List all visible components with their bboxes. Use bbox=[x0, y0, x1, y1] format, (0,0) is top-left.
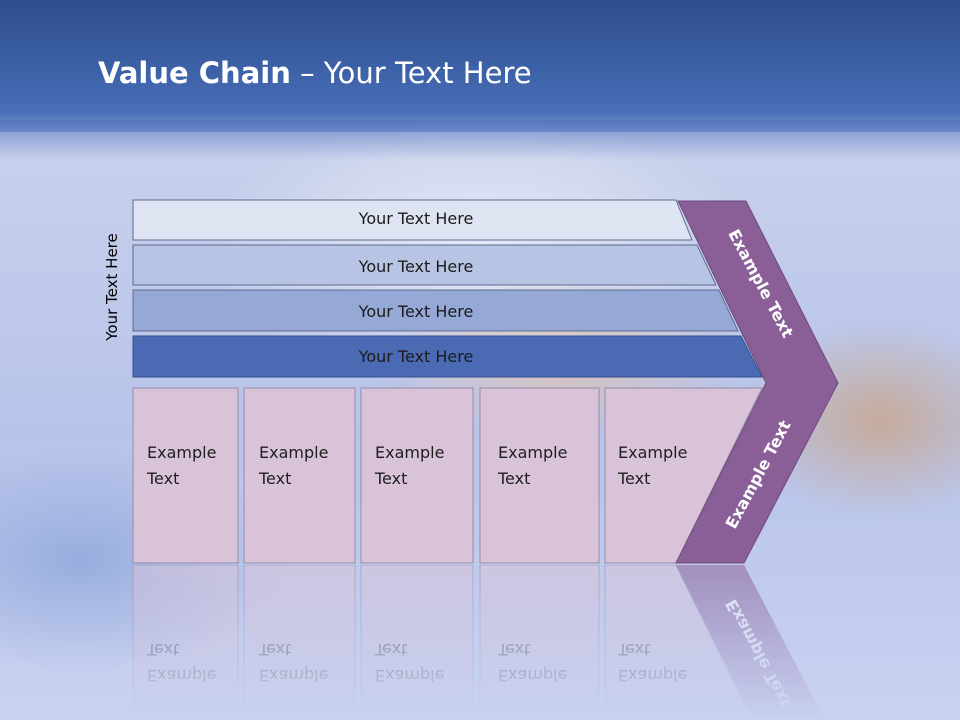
activity-box-2-line2: Text bbox=[258, 469, 291, 488]
title-band bbox=[0, 0, 960, 132]
bar-2[interactable] bbox=[132, 244, 717, 286]
activity-box-4[interactable] bbox=[479, 387, 600, 564]
activity-box-2-line1: Example bbox=[259, 443, 328, 462]
diagram-main: Your Text Here Your Text Here Your Text … bbox=[132, 199, 839, 564]
svg-text:Example: Example bbox=[618, 666, 687, 685]
activity-box-3-line1: Example bbox=[375, 443, 444, 462]
bar-1-label: Your Text Here bbox=[358, 209, 474, 228]
svg-text:Example: Example bbox=[498, 666, 567, 685]
activity-box-2[interactable] bbox=[243, 387, 356, 564]
activity-box-3[interactable] bbox=[360, 387, 474, 564]
svg-text:Example: Example bbox=[259, 666, 328, 685]
margin-chevron[interactable] bbox=[675, 200, 839, 564]
activity-box-4-line1: Example bbox=[498, 443, 567, 462]
title-rest: – Your Text Here bbox=[290, 56, 532, 90]
bar-3-label: Your Text Here bbox=[358, 302, 474, 321]
activity-box-5-line1: Example bbox=[618, 443, 687, 462]
activity-box-3-line2: Text bbox=[374, 469, 407, 488]
bar-4-label: Your Text Here bbox=[358, 347, 474, 366]
activity-box-1-line1: Example bbox=[147, 443, 216, 462]
svg-text:Text: Text bbox=[258, 640, 291, 659]
bar-1[interactable] bbox=[132, 199, 693, 241]
svg-text:Example: Example bbox=[375, 666, 444, 685]
bar-2-label: Your Text Here bbox=[358, 257, 474, 276]
activity-box-1-line2: Text bbox=[146, 469, 179, 488]
activity-box-1[interactable] bbox=[132, 387, 239, 564]
title-band-fade bbox=[0, 120, 960, 160]
activity-box-5-line2: Text bbox=[617, 469, 650, 488]
bar-3[interactable] bbox=[132, 289, 739, 332]
svg-text:Example: Example bbox=[147, 666, 216, 685]
bar-4[interactable] bbox=[132, 335, 763, 378]
activity-box-4-line2: Text bbox=[497, 469, 530, 488]
svg-text:Text: Text bbox=[374, 640, 407, 659]
svg-text:Text: Text bbox=[617, 640, 650, 659]
slide-title[interactable]: Value Chain – Your Text Here bbox=[98, 56, 532, 90]
svg-text:Text: Text bbox=[146, 640, 179, 659]
svg-text:Text: Text bbox=[497, 640, 530, 659]
diagram-reflection: Example Text Example Text Example Text E… bbox=[132, 564, 825, 720]
title-bold: Value Chain bbox=[98, 56, 291, 90]
